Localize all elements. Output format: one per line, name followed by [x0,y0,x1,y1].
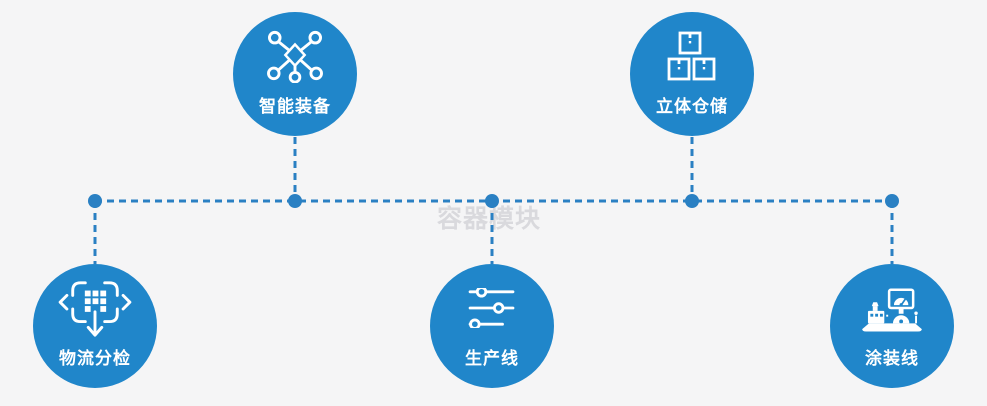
node-label: 生产线 [465,349,519,369]
junction-dot [288,194,302,208]
sliders-icon [468,288,515,328]
control-console-icon [862,288,922,332]
node-label: 涂装线 [865,349,919,369]
node-stereo-warehouse[interactable]: 立体仓储 [630,12,754,136]
node-painting-line[interactable]: 涂装线 [830,264,954,388]
distribute-arrows-icon [58,281,132,337]
watermark-text: 容器模块 [437,204,542,233]
node-label: 物流分检 [59,349,131,369]
junction-dot [685,194,699,208]
stacked-boxes-icon [667,31,716,81]
node-production-line[interactable]: 生产线 [430,264,554,388]
node-label: 立体仓储 [656,97,728,117]
network-nodes-icon [267,30,323,83]
node-logistics-sorting[interactable]: 物流分检 [33,264,157,388]
node-label: 智能装备 [259,97,331,117]
junction-dot [88,194,102,208]
junction-dot [885,194,899,208]
junction-dot [485,194,499,208]
node-smart-equipment[interactable]: 智能装备 [233,12,357,136]
